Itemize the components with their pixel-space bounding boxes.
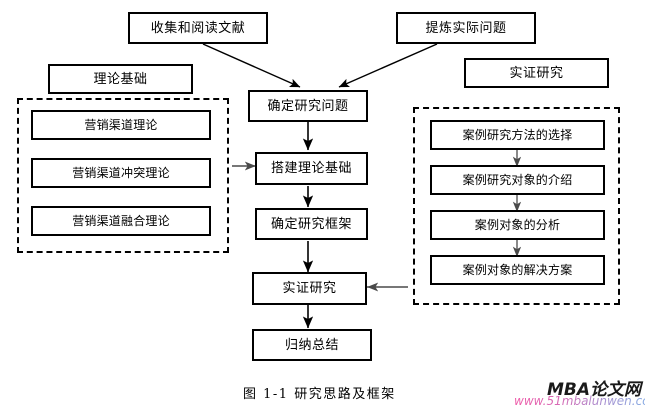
right-panel-header-label: 实证研究: [509, 65, 564, 81]
case-item-subject-intro-label: 案例研究对象的介绍: [462, 173, 573, 187]
flow-step-empirical-research-label: 实证研究: [282, 281, 337, 296]
left-panel-header-label: 理论基础: [93, 71, 148, 87]
case-item-solution-label: 案例对象的解决方案: [462, 263, 573, 277]
theory-item-channel-conflict-label: 营销渠道冲突理论: [72, 166, 170, 180]
flow-step-define-question-label: 确定研究问题: [267, 98, 349, 114]
theory-item-channel-integration-label: 营销渠道融合理论: [72, 214, 170, 228]
case-study-group: [413, 107, 620, 305]
case-item-method-selection-label: 案例研究方法的选择: [462, 128, 573, 142]
flow-step-empirical-research[interactable]: 实证研究: [252, 272, 367, 305]
arrow-literature-to-question: [202, 43, 301, 88]
flow-step-define-question[interactable]: 确定研究问题: [248, 90, 368, 122]
watermark-url: www.51mbalunwen.com: [514, 394, 645, 408]
flow-step-define-framework[interactable]: 确定研究框架: [255, 208, 368, 240]
input-box-literature[interactable]: 收集和阅读文献: [128, 12, 268, 44]
input-box-practical-problem[interactable]: 提炼实际问题: [396, 12, 536, 44]
right-panel-header[interactable]: 实证研究: [464, 58, 609, 88]
flow-step-define-framework-label: 确定研究框架: [270, 216, 352, 232]
theory-item-channel-conflict[interactable]: 营销渠道冲突理论: [31, 158, 211, 188]
theory-item-channel-label: 营销渠道理论: [84, 118, 158, 132]
theory-item-channel-integration[interactable]: 营销渠道融合理论: [31, 206, 211, 236]
case-item-method-selection[interactable]: 案例研究方法的选择: [430, 120, 605, 150]
left-panel-header[interactable]: 理论基础: [48, 64, 193, 94]
theory-item-channel[interactable]: 营销渠道理论: [31, 110, 211, 140]
case-item-subject-analysis[interactable]: 案例对象的分析: [430, 210, 605, 240]
flow-step-summary-label: 归纳总结: [284, 337, 339, 353]
case-item-subject-intro[interactable]: 案例研究对象的介绍: [430, 165, 605, 195]
figure-caption: 图 1-1 研究思路及框架: [243, 387, 396, 402]
flow-step-build-theory-label: 搭建理论基础: [270, 161, 352, 176]
input-box-practical-problem-label: 提炼实际问题: [425, 20, 507, 36]
flow-step-build-theory[interactable]: 搭建理论基础: [255, 152, 368, 185]
watermark-brand: MBA论文网: [547, 380, 642, 400]
case-item-solution[interactable]: 案例对象的解决方案: [430, 255, 605, 285]
case-item-subject-analysis-label: 案例对象的分析: [474, 218, 561, 232]
input-box-literature-label: 收集和阅读文献: [150, 20, 246, 36]
arrow-problem-to-question: [338, 43, 438, 88]
theory-foundation-group: [17, 98, 229, 253]
flow-step-summary[interactable]: 归纳总结: [252, 329, 372, 361]
